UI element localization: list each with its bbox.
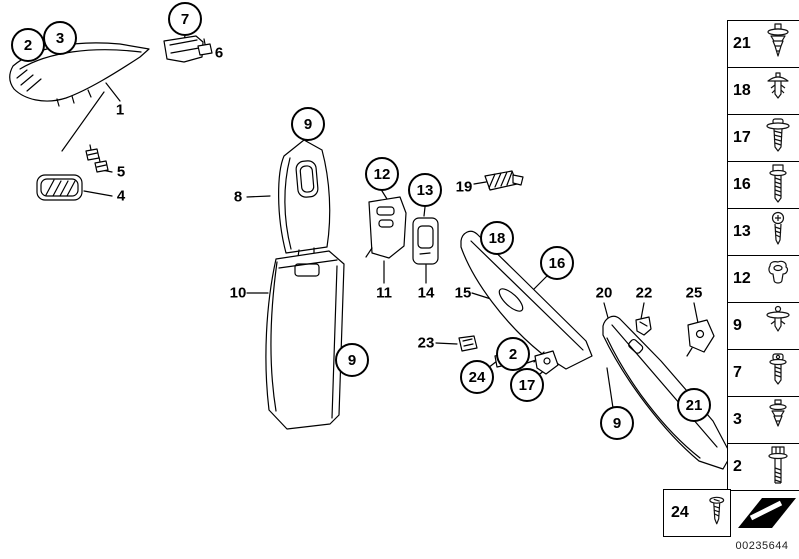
callout-15[interactable]: 15 (454, 284, 472, 302)
callout-2-lower[interactable]: 2 (496, 337, 530, 371)
screw-with-washer-icon (766, 118, 790, 152)
legend-screw-24[interactable]: 24 (663, 489, 731, 537)
part-8-b-pillar-upper-trim (278, 139, 331, 258)
callout-9-upper[interactable]: 9 (291, 107, 325, 141)
clip-grommet-icon (768, 260, 789, 284)
part-4-grille (36, 174, 83, 201)
tapping-screw-icon (771, 211, 785, 245)
part-2-17-bracket (534, 350, 559, 375)
fastener-number: 12 (733, 270, 751, 287)
fastener-row-21[interactable]: 21 (728, 21, 799, 68)
callout-23[interactable]: 23 (417, 334, 435, 352)
part-23-clip (458, 335, 478, 352)
fastener-row-13[interactable]: 13 (728, 209, 799, 256)
callout-1[interactable]: 1 (115, 101, 125, 119)
part-14-plate (412, 217, 439, 265)
part-22-clip (635, 316, 652, 336)
callout-8[interactable]: 8 (233, 188, 243, 206)
fastener-row-16[interactable]: 16 (728, 162, 799, 209)
part-6-clip (197, 38, 213, 56)
expansion-clip-icon (769, 399, 787, 427)
callout-4[interactable]: 4 (116, 187, 126, 205)
callout-13[interactable]: 13 (408, 173, 442, 207)
part-number: 00235644 (735, 540, 789, 552)
fastener-row-3[interactable]: 3 (728, 397, 799, 444)
callout-14[interactable]: 14 (417, 284, 435, 302)
fastener-row-12[interactable]: 12 (728, 256, 799, 303)
blind-rivet-icon (767, 72, 789, 99)
callout-6[interactable]: 6 (214, 44, 224, 62)
callout-10[interactable]: 10 (229, 284, 247, 302)
fastener-row-2[interactable]: 2 (728, 444, 799, 491)
fastener-number: 16 (733, 176, 751, 193)
part-11-bracket (365, 196, 407, 259)
callout-22[interactable]: 22 (635, 284, 653, 302)
callout-25[interactable]: 25 (685, 284, 703, 302)
fastener-row-17[interactable]: 17 (728, 115, 799, 162)
fastener-table: 21 18 17 (727, 20, 799, 491)
fastener-row-18[interactable]: 18 (728, 68, 799, 115)
callout-17[interactable]: 17 (510, 368, 544, 402)
fastener-number: 7 (733, 364, 742, 381)
callout-18[interactable]: 18 (480, 221, 514, 255)
callout-12[interactable]: 12 (365, 157, 399, 191)
torx-screw-icon (769, 353, 787, 385)
callout-21[interactable]: 21 (677, 388, 711, 422)
callout-24[interactable]: 24 (460, 360, 494, 394)
callout-11[interactable]: 11 (376, 284, 392, 302)
flat-head-rivet-icon (766, 305, 790, 332)
hex-bolt-icon (768, 446, 788, 484)
long-screw-icon (769, 164, 787, 203)
callout-7[interactable]: 7 (168, 2, 202, 36)
part-25-bracket (686, 319, 715, 357)
fastener-number: 17 (733, 129, 751, 146)
callout-9-mid[interactable]: 9 (335, 343, 369, 377)
self-tapping-screw-icon (708, 496, 724, 525)
callout-2[interactable]: 2 (11, 28, 45, 62)
part-10-b-pillar-lower-trim (265, 250, 345, 430)
legend-number: 24 (671, 504, 689, 521)
part-20-d-pillar-trim (602, 315, 732, 470)
part-19-cover (484, 170, 524, 191)
direction-arrow-icon (738, 498, 796, 528)
callout-16[interactable]: 16 (540, 246, 574, 280)
callout-9-lower[interactable]: 9 (600, 406, 634, 440)
callout-3[interactable]: 3 (43, 21, 77, 55)
fastener-number: 2 (733, 458, 742, 475)
part-7-bracket (163, 35, 204, 63)
fastener-row-7[interactable]: 7 (728, 350, 799, 397)
fastener-number: 13 (733, 223, 751, 240)
fastener-row-9[interactable]: 9 (728, 303, 799, 350)
fastener-number: 18 (733, 82, 751, 99)
fastener-number: 3 (733, 411, 742, 428)
part-5-clips (85, 144, 109, 173)
fastener-number: 21 (733, 35, 751, 52)
callout-19[interactable]: 19 (455, 178, 473, 196)
part-15-c-pillar-trim (460, 230, 593, 370)
fastener-number: 9 (733, 317, 742, 334)
expansion-rivet-icon (767, 23, 789, 57)
callout-5[interactable]: 5 (116, 163, 126, 181)
callout-20[interactable]: 20 (595, 284, 613, 302)
